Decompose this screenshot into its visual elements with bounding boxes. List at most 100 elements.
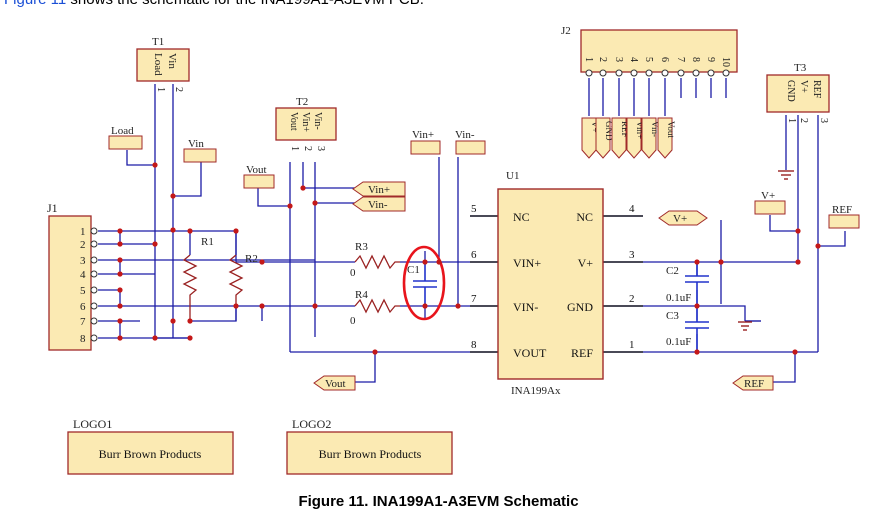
capacitors <box>413 262 709 352</box>
j2-tag-label: Vout <box>666 121 676 138</box>
tag-vplus: V+ <box>673 213 687 225</box>
j1-pin-label: 1 <box>80 226 86 238</box>
j2-tag-label: GND <box>604 121 614 141</box>
j1-pin-label: 4 <box>80 269 86 281</box>
j1-ref: J1 <box>47 201 58 215</box>
j1-pin-label: 2 <box>80 239 86 251</box>
c1-plates <box>413 262 437 306</box>
r4-ref: R4 <box>355 289 368 301</box>
c3-ref: C3 <box>666 310 679 322</box>
j2-tag-label: Vin- <box>650 121 660 137</box>
junction-dot <box>795 228 801 234</box>
t2-pin2: 2 <box>302 146 313 151</box>
junction-dot <box>795 259 801 265</box>
j2-tag <box>611 117 627 159</box>
c2-plates <box>685 262 709 306</box>
junction-dot <box>170 318 176 324</box>
j2-pin-label: 10 <box>720 57 731 67</box>
junction-dot <box>187 318 193 324</box>
junction-dot <box>152 335 158 341</box>
u1-ref: U1 <box>506 170 519 182</box>
c2-ref: C2 <box>666 265 679 277</box>
u1-pin3-name: V+ <box>578 256 594 270</box>
t3-ref: T3 <box>794 62 807 74</box>
u1-pin8-name: VOUT <box>513 346 547 360</box>
j1-pin-label: 8 <box>80 333 86 345</box>
j2-pin-label: 8 <box>690 57 701 62</box>
u1-pin5-name: NC <box>513 210 530 224</box>
j2-tag <box>626 117 642 159</box>
r3-value: 0 <box>350 267 356 279</box>
junction-dot <box>718 259 724 265</box>
resistors <box>182 254 400 321</box>
j2-pin-circle <box>645 69 653 77</box>
t2-label-vin-minus: Vin- <box>312 112 323 130</box>
t1-pin2: 2 <box>173 87 184 92</box>
j2-pin-circle <box>585 69 593 77</box>
junction-dot <box>117 287 123 293</box>
r1-body <box>182 254 198 321</box>
u1-pin6-name: VIN+ <box>513 256 541 270</box>
t1-ref: T1 <box>152 36 164 48</box>
t1-label-vin: Vin <box>166 53 178 69</box>
r4-body <box>354 298 400 314</box>
t2-label-vin-plus: Vin+ <box>300 112 311 132</box>
j1-pin-circle <box>90 270 98 278</box>
t3-label-vplus: V+ <box>798 80 809 93</box>
j2-pin-circle <box>677 69 685 77</box>
ground-symbol-u1 <box>738 320 761 331</box>
net-box-vin: Vin <box>188 138 204 150</box>
logo2: LOGO2 Burr Brown Products <box>286 417 453 475</box>
u1-pin4-num: 4 <box>629 203 635 215</box>
j2-pin-label: 7 <box>675 57 686 62</box>
junction-dot <box>170 193 176 199</box>
j2-pin-label: 4 <box>628 57 639 62</box>
junction-dot <box>694 259 700 265</box>
u1-pin1-name: REF <box>571 346 593 360</box>
t1-pin1: 1 <box>155 87 166 92</box>
junction-dot <box>152 162 158 168</box>
intro-text: Figure 11 shows the schematic for the IN… <box>4 0 424 8</box>
logo1-text: Burr Brown Products <box>99 447 202 461</box>
net-boxes: Load Vin Vout Vin+ Vin- V+ REF <box>108 125 860 229</box>
u1-pin7-name: VIN- <box>513 300 538 314</box>
u1-pin8-num: 8 <box>471 339 477 351</box>
c3-plates <box>685 306 709 352</box>
t2-label-vout: Vout <box>288 112 299 131</box>
t3-label-ref: REF <box>811 80 822 99</box>
j1-pin-circle <box>90 240 98 248</box>
j2-tag-label: Vin+ <box>635 121 645 139</box>
t2-pin3: 3 <box>315 146 326 151</box>
figure-link[interactable]: Figure 11 <box>4 0 66 8</box>
j2-tag-label: V+ <box>590 121 600 133</box>
tag-ref: REF <box>744 378 764 390</box>
tag-vin-minus: Vin- <box>368 199 388 211</box>
ground-symbol-t3 <box>778 170 794 180</box>
j1-pin-label: 7 <box>80 316 86 328</box>
j1-pin-label: 3 <box>80 255 86 267</box>
u1-pin2-num: 2 <box>629 293 635 305</box>
j1-pin-circle <box>90 286 98 294</box>
j2-pin-circle <box>661 69 669 77</box>
r2-ref: R2 <box>245 253 258 265</box>
logo1-ref: LOGO1 <box>73 417 112 431</box>
t3-label-gnd: GND <box>785 80 796 102</box>
junction-dot <box>117 271 123 277</box>
r4-value: 0 <box>350 315 356 327</box>
t2-terminal: T2 Vin- Vin+ Vout 1 2 3 <box>275 96 337 151</box>
j2-pin-label: 1 <box>583 57 594 62</box>
u1-pin7-num: 7 <box>471 293 477 305</box>
r3-body <box>354 254 400 270</box>
net-box-vout: Vout <box>246 164 267 176</box>
tag-vout: Vout <box>325 378 346 390</box>
junction-dot <box>187 228 193 234</box>
junction-dot <box>187 335 193 341</box>
j2-pin-label: 9 <box>705 57 716 62</box>
junction-dot <box>233 228 239 234</box>
junction-dot <box>152 241 158 247</box>
j2-pin-circle <box>615 69 623 77</box>
junction-dot <box>792 349 798 355</box>
net-box-vplus: V+ <box>761 190 775 202</box>
u1-pin4-name: NC <box>576 210 593 224</box>
